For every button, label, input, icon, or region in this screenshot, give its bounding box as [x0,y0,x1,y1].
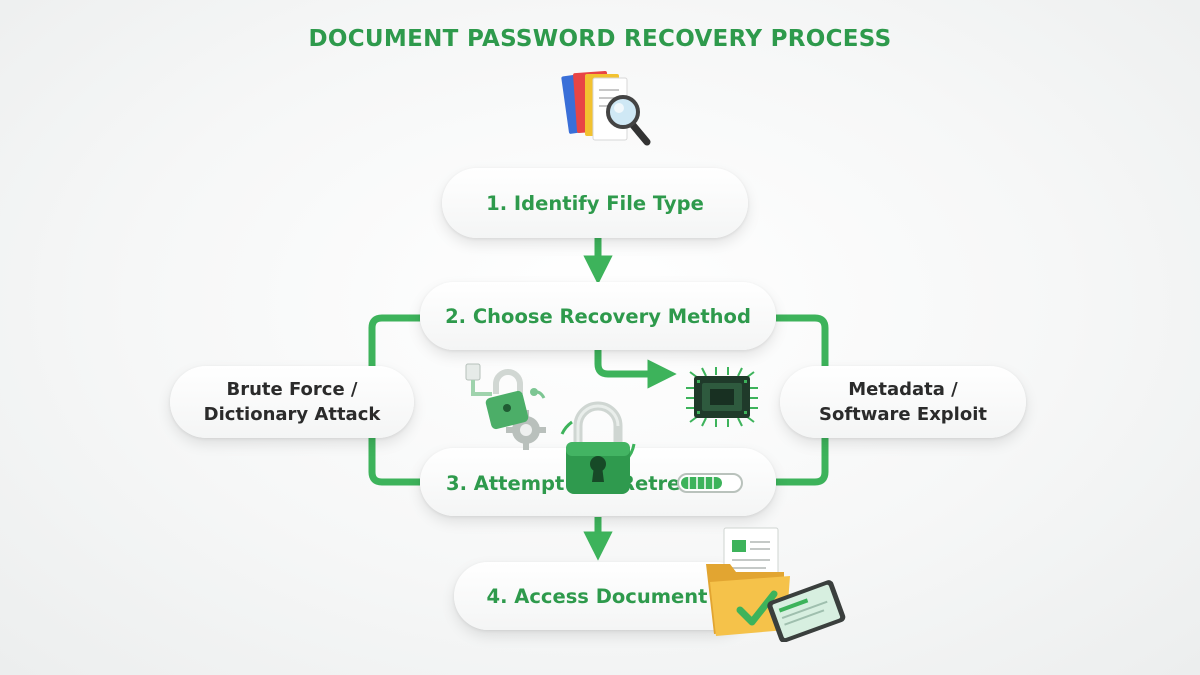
step-3-label: 3. Attempt [446,472,565,495]
folder-tablet-icon [706,527,846,642]
method-left-line2: Dictionary Attack [203,404,381,425]
page-title: DOCUMENT PASSWORD RECOVERY PROCESS [308,26,892,52]
arrow-step2-chip [594,350,677,389]
step-4-access-document: 4. Access Document [454,562,750,630]
document-search-icon [561,71,651,146]
padlock-icon [560,401,636,494]
step-3-suffix: Retre [620,472,681,495]
step-1-label: 1. Identify File Type [486,191,704,215]
step-2-label: 2. Choose Recovery Method [445,304,751,328]
step-2-choose-recovery-method: 2. Choose Recovery Method [420,282,776,350]
progress-bar [677,473,743,493]
step-1-identify-file-type: 1. Identify File Type [442,168,748,238]
step-4-label: 4. Access Document [486,584,708,608]
method-metadata-exploit: Metadata / Software Exploit [780,366,1026,438]
method-brute-force: Brute Force / Dictionary Attack [170,366,414,438]
method-left-line1: Brute Force / [226,379,358,400]
gear-padlock-icon [465,363,546,450]
method-right-line1: Metadata / [848,379,958,400]
method-right-line2: Software Exploit [819,404,987,425]
microchip-icon [686,367,758,427]
